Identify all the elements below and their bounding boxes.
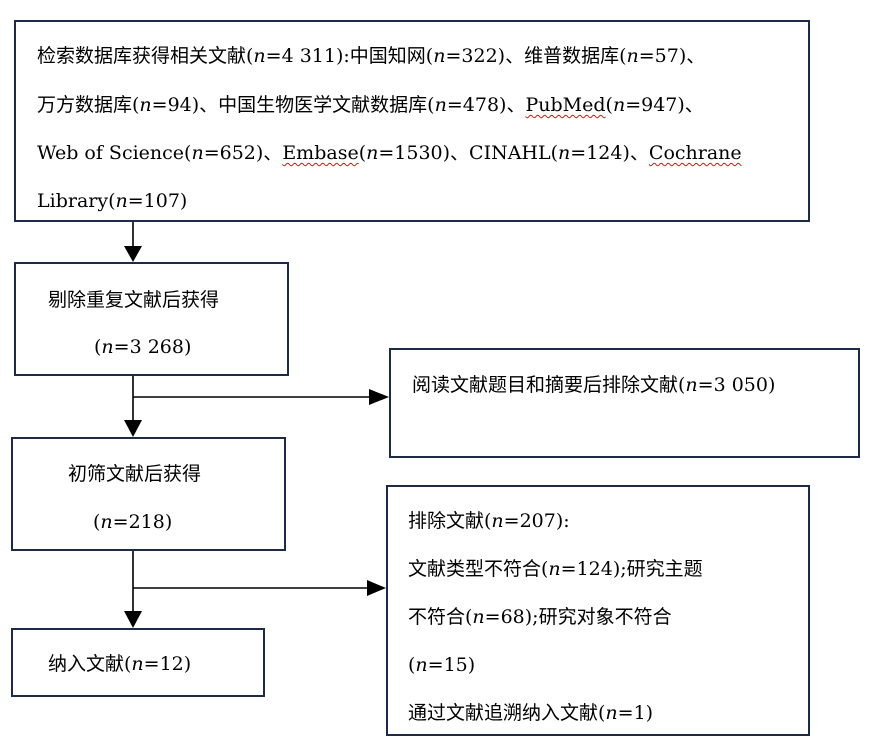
text: 万方数据库( <box>37 94 140 116</box>
text: =947)、 <box>625 94 704 116</box>
text: =652)、 <box>203 142 283 164</box>
text: =478)、 <box>446 94 526 116</box>
text: =107) <box>127 190 188 212</box>
dedup-box <box>14 262 289 376</box>
arrowhead-down-3 <box>124 611 142 628</box>
n-symbol: n <box>491 510 504 532</box>
text: ( <box>94 336 102 358</box>
n-symbol: n <box>612 94 626 116</box>
dedup-line-2: (n=3 268) <box>94 335 191 359</box>
text: 剔除重复文献后获得 <box>48 289 220 311</box>
exclude-full-line-2: 文献类型不符合(n=124);研究主题 <box>408 557 703 581</box>
text: ( <box>358 142 367 164</box>
text: ( <box>605 94 613 116</box>
text: Web of Science( <box>37 142 192 164</box>
n-symbol: n <box>472 606 485 628</box>
embase-label: Embase <box>282 142 359 164</box>
text: =68);研究对象不符合 <box>484 606 672 628</box>
exclude-full-line-4: (n=15) <box>408 653 475 677</box>
n-symbol: n <box>433 45 446 67</box>
text: 通过文献追溯纳入文献( <box>408 702 606 724</box>
exclude-full-line-3: 不符合(n=68);研究对象不符合 <box>408 605 672 629</box>
arrowhead-right-1 <box>369 389 389 405</box>
arrowhead-down-1 <box>124 246 142 262</box>
text: =94)、中国生物医学文献数据库( <box>151 94 435 116</box>
n-symbol: n <box>626 45 639 67</box>
text: =322)、维普数据库( <box>445 45 627 67</box>
screened-box <box>11 437 286 551</box>
text: 检索数据库获得相关文献( <box>37 45 254 67</box>
search-line-2: 万方数据库(n=94)、中国生物医学文献数据库(n=478)、PubMed(n=… <box>37 93 704 117</box>
arrowhead-right-2 <box>367 580 386 596</box>
exclude-full-line-1: 排除文献(n=207): <box>408 509 570 533</box>
cochrane-label: Cochrane <box>648 142 742 164</box>
text: 纳入文献( <box>48 653 132 675</box>
n-symbol: n <box>558 142 571 164</box>
text: =12) <box>143 653 192 675</box>
included-line-1: 纳入文献(n=12) <box>48 652 191 676</box>
text: =3 050) <box>697 374 776 396</box>
screened-line-1: 初筛文献后获得 <box>68 462 201 486</box>
text: =1530)、CINAHL( <box>378 142 559 164</box>
text: =218) <box>112 511 173 533</box>
search-line-4: Library(n=107) <box>37 189 187 213</box>
n-symbol: n <box>366 142 379 164</box>
exclude-full-line-5: 通过文献追溯纳入文献(n=1) <box>408 701 653 725</box>
n-symbol: n <box>131 653 144 675</box>
exclude-fulltext-box <box>386 485 810 736</box>
text: 排除文献( <box>408 510 492 532</box>
text: 文献类型不符合( <box>408 558 549 580</box>
text: ( <box>93 511 101 533</box>
text: =124)、 <box>570 142 649 164</box>
text: 不符合( <box>408 606 473 628</box>
text: =3 268) <box>113 336 192 358</box>
n-symbol: n <box>101 336 114 358</box>
text: =124);研究主题 <box>560 558 703 580</box>
text: 阅读文献题目和摘要后排除文献( <box>412 374 686 396</box>
text: Library( <box>37 190 116 212</box>
included-box <box>11 628 265 697</box>
n-symbol: n <box>253 45 266 67</box>
n-symbol: n <box>415 654 428 676</box>
text: =207): <box>503 510 570 532</box>
text: =4 311):中国知网( <box>265 45 434 67</box>
arrowhead-down-2 <box>124 420 142 437</box>
n-symbol: n <box>100 511 113 533</box>
text: =57)、 <box>638 45 706 67</box>
exclude-title-line-1: 阅读文献题目和摘要后排除文献(n=3 050) <box>412 373 775 397</box>
n-symbol: n <box>434 94 447 116</box>
search-results-box <box>14 20 810 222</box>
n-symbol: n <box>685 374 698 396</box>
search-line-3: Web of Science(n=652)、Embase(n=1530)、CIN… <box>37 141 742 165</box>
n-symbol: n <box>605 702 618 724</box>
text: 初筛文献后获得 <box>68 463 202 485</box>
text: ( <box>408 654 416 676</box>
exclude-title-abstract-box <box>389 348 860 458</box>
n-symbol: n <box>115 190 128 212</box>
screened-line-2: (n=218) <box>93 510 172 534</box>
text: =15) <box>427 654 476 676</box>
pubmed-label: PubMed <box>525 94 606 116</box>
n-symbol: n <box>548 558 561 580</box>
n-symbol: n <box>139 94 152 116</box>
search-line-1: 检索数据库获得相关文献(n=4 311):中国知网(n=322)、维普数据库(n… <box>37 44 705 68</box>
dedup-line-1: 剔除重复文献后获得 <box>48 288 219 312</box>
n-symbol: n <box>191 142 204 164</box>
text: =1) <box>617 702 654 724</box>
